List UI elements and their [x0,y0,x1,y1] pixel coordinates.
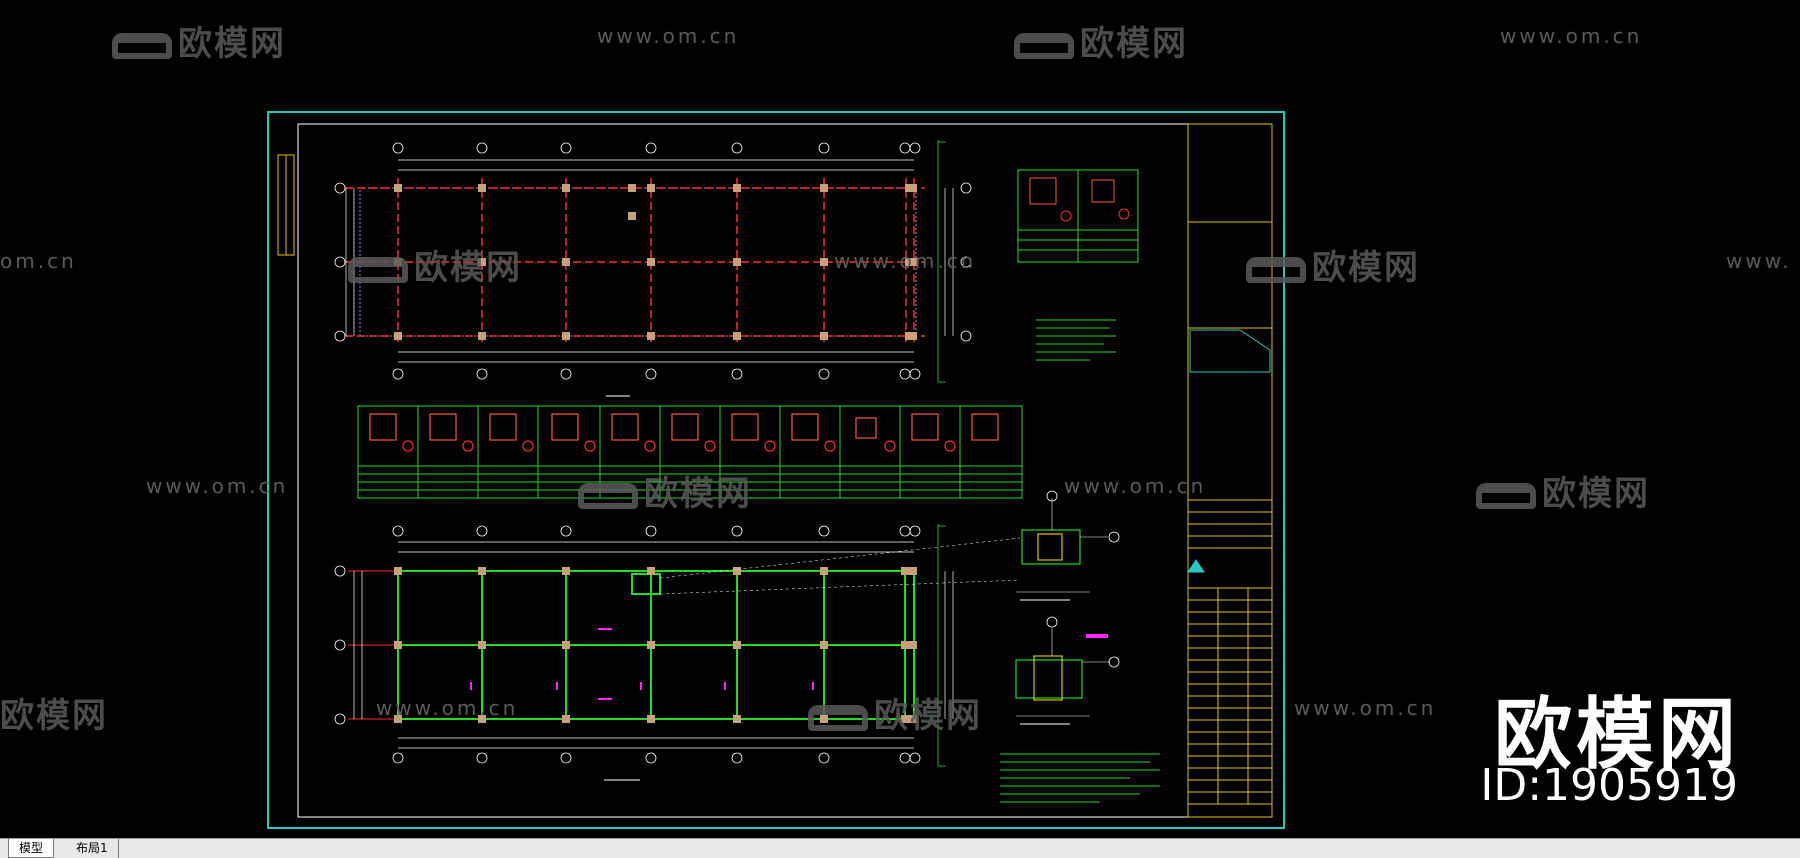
column-detail-topright [1017,169,1139,263]
foundation-plan-top [334,140,972,383]
tab-model[interactable]: 模型 [8,839,55,858]
tab-layout1[interactable]: 布局1 [66,839,119,858]
watermark-url: www.om.cn [376,696,519,720]
sofa-icon [1014,33,1074,59]
sofa-icon [1476,483,1536,509]
watermark-url: www.om.cn [834,249,977,273]
watermark-url: www.om.cn [1064,474,1207,498]
watermark-logo: 欧模网 [1476,466,1650,515]
watermark-model-id: ID:1905919 [1480,760,1738,811]
column-schedule-table [357,405,1023,499]
section-detail-lower [1015,616,1120,717]
title-block-logo [1187,329,1271,573]
binding-strip [277,154,295,256]
layout-tab-bar: 模型 布局1 [0,838,1800,858]
sofa-icon [578,483,638,509]
watermark-url: www.om.cn [146,474,289,498]
cad-drawing [267,111,1285,829]
sofa-icon [1246,257,1306,283]
watermark-url: www.om.cn [597,24,740,48]
watermark-url: www.om.cn [1294,696,1437,720]
sofa-icon [112,33,172,59]
notes-text-block-top [1036,319,1116,361]
watermark-url: www.om.cn [1500,24,1643,48]
column-section-details [369,413,999,452]
plan-captions [604,395,1070,781]
sheet-outer-border [267,111,1285,829]
watermark-logo: 欧模网 [1246,240,1420,289]
foundation-plan-bottom [334,524,1021,767]
watermark-url: www. [1726,249,1792,273]
watermark-brand-large: 欧模网 [1493,690,1740,780]
sofa-icon [348,257,408,283]
cad-model-viewport[interactable]: 欧模网 www.om.cn 欧模网 www.om.cn om.cn 欧模网 ww… [0,0,1800,838]
watermark-logo: 欧模网 [808,688,982,737]
watermark-logo: 欧模网 [578,466,752,515]
watermark-logo: 欧模网 [0,696,108,736]
notes-text-block-bottom [1000,753,1160,803]
title-block [1187,123,1273,818]
watermark-url: om.cn [0,249,77,273]
watermark-logo: 欧模网 [348,240,522,289]
watermark-logo: 欧模网 [1014,16,1188,65]
sofa-icon [808,705,868,731]
watermark-logo: 欧模网 [112,16,286,65]
section-detail-upper [1016,490,1120,593]
